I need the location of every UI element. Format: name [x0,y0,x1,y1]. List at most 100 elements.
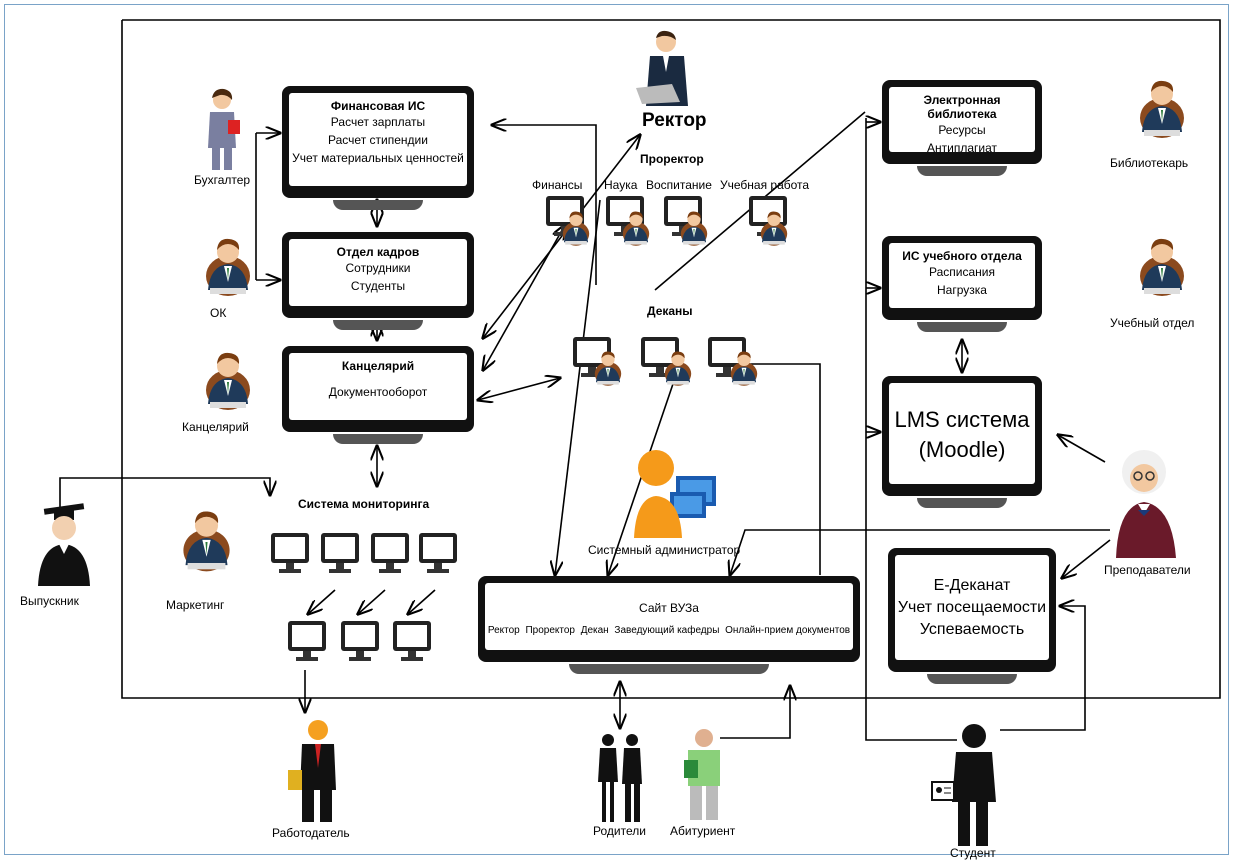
office-worker-icon [590,345,626,392]
site-item: Заведующий кафедры [614,625,720,636]
study-monitor: ИС учебного отдела Расписания Нагрузка [882,236,1042,332]
label-employer: Работодатель [272,826,350,840]
label-sysadmin: Системный администратор [588,543,741,557]
hr-item: Студенты [350,279,406,293]
office-worker-icon [198,342,258,417]
edekanat-title: Е-Деканат [933,577,1011,594]
applicant-icon [680,728,730,827]
monitor-stand [333,320,423,330]
label-study-work: Учебная работа [720,178,810,192]
site-monitor: Сайт ВУЗа Ректор Проректор Декан Заведую… [478,576,860,674]
library-screen: Электронная библиотека Ресурсы Антиплаги… [889,87,1035,155]
computer-icon [270,532,310,583]
label-ok: ОК [210,306,227,320]
label-librarian: Библиотекарь [1110,156,1189,170]
edekanat-monitor: Е-Деканат Учет посещаемости Успеваемость [888,548,1056,684]
office-worker-icon [558,205,594,252]
teacher-icon [1108,440,1188,565]
office-worker-icon [1132,228,1192,303]
hr-screen: Отдел кадров Сотрудники Студенты [289,239,467,306]
parents-icon [596,732,646,829]
office-worker-icon [660,345,696,392]
finance-screen: Финансовая ИС Расчет зарплаты Расчет сти… [289,93,467,186]
label-student: Студент [950,846,996,860]
label-rector: Ректор [642,110,707,131]
office-worker-icon [756,205,792,252]
label-marketing: Маркетинг [166,598,225,612]
lms-screen: LMS система (Moodle) [889,383,1035,484]
computer-icon [320,532,360,583]
study-item: Нагрузка [937,283,987,297]
site-item: Декан [580,625,609,636]
office-worker-icon [676,205,712,252]
lms-subtitle: (Moodle) [918,437,1006,462]
label-study-dept: Учебный отдел [1110,316,1195,330]
label-prorector: Проректор [640,152,704,166]
hr-monitor: Отдел кадров Сотрудники Студенты [282,232,474,330]
computer-icon [418,532,458,583]
label-clerk: Канцелярий [182,420,249,434]
study-item: Расписания [929,265,995,279]
label-graduate: Выпускник [20,594,79,608]
label-deans: Деканы [647,304,693,318]
finance-title: Финансовая ИС [330,99,426,113]
library-monitor: Электронная библиотека Ресурсы Антиплаги… [882,80,1042,176]
site-screen: Сайт ВУЗа Ректор Проректор Декан Заведую… [485,583,853,650]
computer-icon [707,336,747,387]
monitor-stand [569,664,769,674]
office-worker-icon [618,205,654,252]
computer-icon [340,620,380,671]
student-icon [930,722,1010,853]
monitor-stand [917,166,1007,176]
library-item: Антиплагиат [927,141,997,155]
library-item: Ресурсы [938,123,986,137]
edekanat-item: Успеваемость [919,621,1025,638]
graduate-icon [34,502,94,593]
monitor-stand [917,322,1007,332]
computer-icon [370,532,410,583]
office-worker-icon [198,228,258,303]
label-accountant: Бухгалтер [194,173,251,187]
lms-monitor: LMS система (Moodle) [882,376,1042,508]
finance-item: Учет материальных ценностей [292,151,464,165]
monitor-stand [917,498,1007,508]
accountant-icon [200,86,244,177]
label-applicant: Абитуриент [670,824,736,838]
hr-item: Сотрудники [345,261,411,275]
label-science: Наука [604,178,638,192]
finance-item: Расчет стипендии [328,133,428,147]
edekanat-item: Учет посещаемости [897,599,1047,616]
edekanat-screen: Е-Деканат Учет посещаемости Успеваемость [895,555,1049,660]
rector-icon [632,28,702,113]
label-monitoring: Система мониторинга [298,497,430,511]
study-screen: ИС учебного отдела Расписания Нагрузка [889,243,1035,308]
study-title: ИС учебного отдела [902,249,1022,263]
office-worker-icon [726,345,762,392]
monitor-stand [333,434,423,444]
office-item: Документооборот [328,385,428,399]
monitor-stand [927,674,1017,684]
label-upbringing: Воспитание [646,178,712,192]
office-title: Канцелярий [341,359,415,373]
site-title: Сайт ВУЗа [639,601,699,615]
site-item: Онлайн-прием документов [725,625,851,636]
label-finance: Финансы [532,178,583,192]
computer-icon [640,336,680,387]
office-screen: Канцелярий Документооборот [289,353,467,420]
office-worker-icon [1132,70,1192,145]
label-teachers: Преподаватели [1104,563,1191,577]
employer-icon [284,718,354,829]
finance-item: Расчет зарплаты [330,115,426,129]
computer-icon [287,620,327,671]
office-worker-icon [175,500,238,579]
monitor-stand [333,200,423,210]
site-item: Ректор [487,625,520,636]
library-title: Электронная библиотека [923,93,1001,121]
label-parents: Родители [593,824,646,838]
lms-title: LMS система [894,407,1030,432]
page-frame [4,4,1229,855]
sysadmin-icon [630,444,720,549]
computer-icon [392,620,432,671]
